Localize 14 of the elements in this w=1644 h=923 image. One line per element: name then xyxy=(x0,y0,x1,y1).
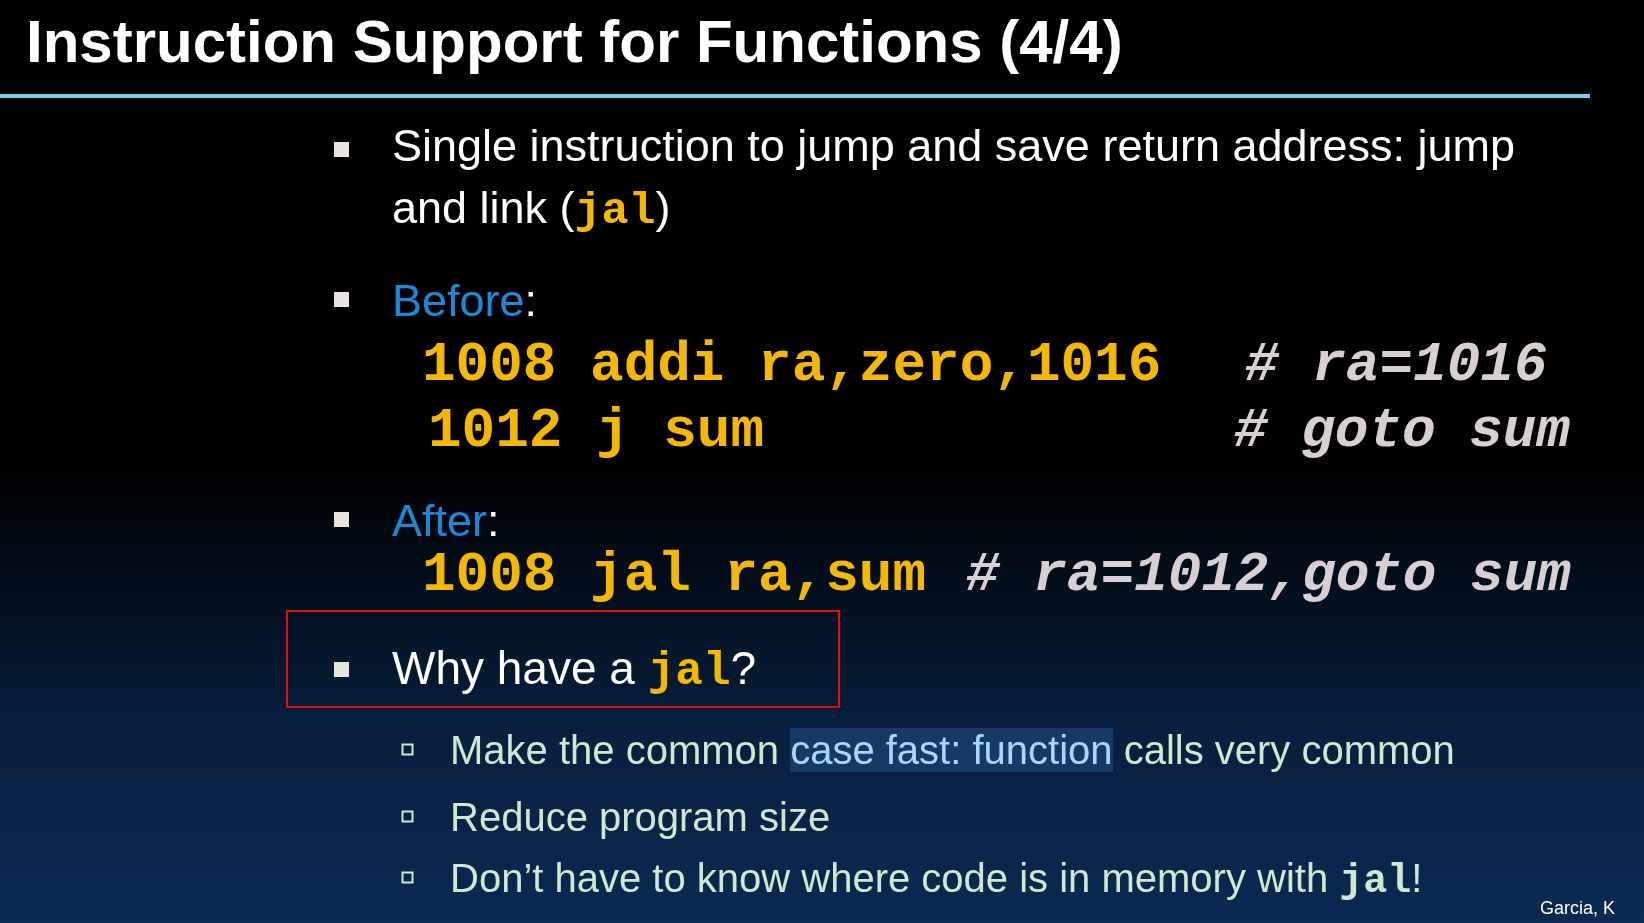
sub-bullet-text: Reduce program size xyxy=(450,794,831,841)
bullet-text: Before: xyxy=(392,274,538,328)
sub-bullet-text: Don’t have to know where code is in memory with jal! xyxy=(450,855,1423,906)
code-comment: # ra=1016 xyxy=(1245,333,1548,397)
code-line: 1008 addi ra,zero,1016 xyxy=(422,333,1162,397)
sub-bullet-text: Make the common case fast: function calls very common xyxy=(450,727,1455,774)
code-comment: # ra=1012,goto sum xyxy=(966,543,1571,607)
bullet-text: Why have a jal? xyxy=(392,641,757,700)
author-credit: Garcia, K xyxy=(1540,898,1616,919)
code-line: 1012 j sum xyxy=(428,399,765,463)
highlight-frame xyxy=(286,610,840,708)
bullet-text: Single instruction to jump and save return address: jump and link (jal) xyxy=(392,119,1517,239)
slide-title: Instruction Support for Functions (4/4) xyxy=(26,7,1123,77)
code-comment: # goto sum xyxy=(1234,399,1571,463)
